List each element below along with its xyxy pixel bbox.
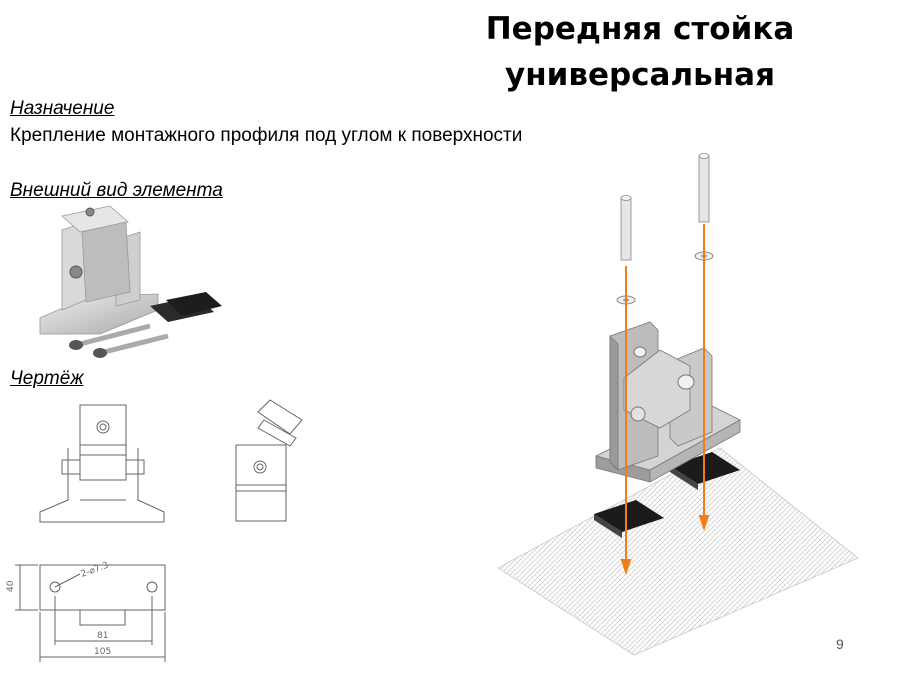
side-view-drawing [235, 399, 303, 522]
photo-pad-2 [166, 292, 222, 316]
photo-top-clamp [61, 205, 129, 233]
page-number: 9 [836, 636, 844, 652]
slide-title-line-2: универсальная [504, 57, 776, 93]
purpose-text: Крепление монтажного профиля под углом к… [10, 125, 523, 146]
rubber-pad-right [670, 452, 740, 484]
height-dimension-label: 40 [6, 580, 16, 592]
bracket-top-hole [633, 346, 647, 358]
bracket-clamp [623, 349, 691, 429]
photo-screw-1-head [69, 340, 83, 350]
bracket-base-side [649, 419, 741, 483]
drawing-heading: Чертёж [10, 368, 84, 389]
photo-screw-2-shank [103, 333, 169, 355]
purpose-heading: Назначение [10, 98, 115, 119]
bracket-left-upright [609, 321, 659, 471]
slide-title-line-1: Передняя стойка [485, 11, 795, 47]
rubber-pad-left [594, 500, 664, 532]
assembly-arrow-right-head [698, 515, 710, 532]
bracket-base-front [595, 455, 651, 483]
screw-right [698, 153, 710, 223]
hole-spacing-dimension-label: 81 [97, 631, 108, 641]
photo-pad-1 [150, 296, 214, 322]
width-dimension-label: 105 [94, 647, 111, 657]
assembly-arrow-left-head [620, 559, 632, 576]
mounting-surface [497, 447, 859, 656]
bracket-base-plate [594, 401, 741, 471]
photo-top-bolt [85, 207, 95, 217]
photo-bolt-head [69, 265, 83, 279]
plan-view-drawing [15, 564, 166, 662]
washer-left-hole [623, 298, 629, 302]
appearance-heading: Внешний вид элемента [10, 180, 223, 201]
rubber-pad-right-edge [670, 466, 698, 490]
bracket-pivot-hole [677, 374, 695, 390]
rubber-pad-left-edge [594, 514, 622, 538]
front-view-drawing [39, 404, 165, 523]
photo-screw-1-shank [79, 323, 151, 347]
photo-right-upright [115, 231, 141, 307]
slide-title: Передняя стойка универсальная [440, 6, 840, 98]
hole-dimension-label: 2-⌀7.3 [80, 561, 110, 580]
bracket-nut [630, 406, 646, 422]
photo-clamp-body [81, 221, 131, 303]
screw-left [620, 195, 632, 261]
photo-screw-2-head [93, 348, 107, 358]
bracket-right-upright [669, 347, 713, 447]
photo-left-upright [61, 221, 87, 311]
bracket-left-upright-edge [609, 335, 619, 471]
washer-left [616, 295, 636, 305]
photo-base-plate [39, 293, 159, 335]
washer-right-hole [701, 254, 707, 258]
washer-right [694, 251, 714, 261]
